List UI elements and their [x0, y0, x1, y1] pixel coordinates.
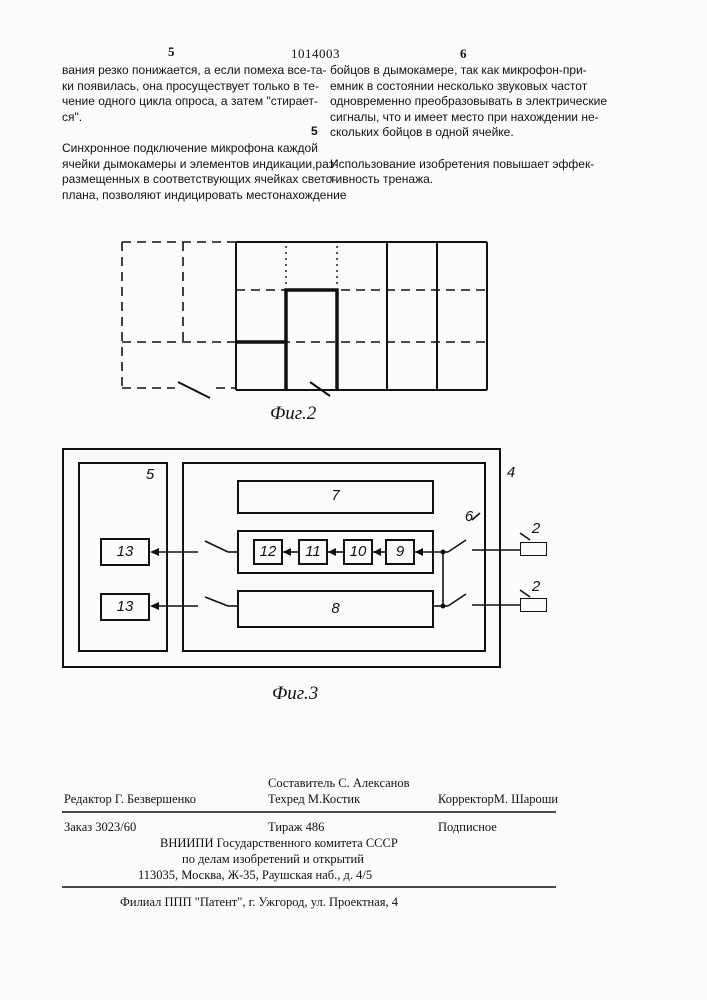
colophon-rules [0, 0, 707, 900]
branch-address: Филиал ППП "Патент", г. Ужгород, ул. Про… [120, 895, 398, 910]
order-number: Заказ 3023/60 [64, 820, 136, 835]
organization-line-2: по делам изобретений и открытий [182, 852, 364, 867]
circulation: Тираж 486 [268, 820, 324, 835]
organization-address: 113035, Москва, Ж-35, Раушская наб., д. … [138, 868, 372, 883]
subscription: Подписное [438, 820, 497, 835]
organization-line-1: ВНИИПИ Государственного комитета СССР [160, 836, 398, 851]
